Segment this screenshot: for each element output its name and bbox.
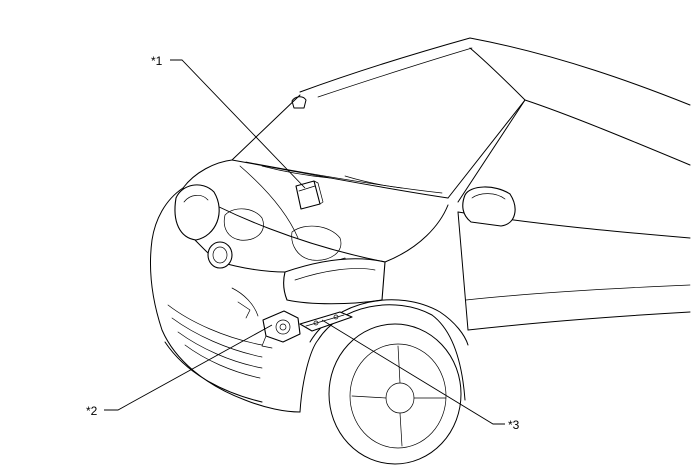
component-2-sensor-ring [275,319,291,335]
side-mirror-inner [471,193,506,200]
spoke-3 [399,412,403,447]
headlight-left-inner [183,195,209,203]
tire [328,323,462,465]
door-front-edge [457,211,469,331]
component-2-sensor-center [279,323,287,331]
leader-line-2 [104,324,273,411]
hood-crease [239,165,299,239]
callout-label-2: *2 [86,404,98,418]
lower-grille-slat-1 [167,304,263,346]
leader-line-3 [321,319,505,425]
component-2 [261,310,301,349]
rim [349,343,447,449]
component-2-mount [261,335,273,349]
roof [299,37,691,106]
component-3-hole-1 [313,320,319,326]
side-mirror [462,186,516,227]
front-wheel [299,299,469,465]
engine-bracket [237,301,251,319]
windshield-right-pillar [447,47,526,199]
bumper-lower-lip [164,341,263,403]
engine-part-center [291,225,342,261]
door-character-line [465,284,691,301]
headlight-left [174,184,220,241]
front-emblem [207,241,233,269]
front-face [150,184,386,413]
side-body [457,99,691,331]
component-1 [295,180,324,210]
lower-grille-slat-3 [177,331,263,369]
spoke-4 [351,395,387,399]
callout-label-3: *3 [508,418,520,432]
side-window-top [524,99,691,166]
roof-inner-line [317,47,473,98]
component-3 [299,311,353,332]
component-1-body [295,180,321,210]
lower-grille-slat-2 [171,317,263,358]
callout-label-1: *1 [151,54,163,68]
side-window-front-edge [457,99,526,203]
door-lower-edge [467,311,691,331]
spoke-1 [397,345,401,384]
windshield-lower-edge [231,159,449,199]
wiper-left [261,165,331,179]
headlight-right-inner [294,268,376,281]
hood-left-edge [182,159,233,189]
front-face-outline [150,187,301,413]
rearview-mirror [291,96,307,109]
component-1-edge [298,185,316,192]
component-1-side [313,180,324,205]
lower-grille-slat-4 [184,344,261,379]
engine-hose [231,287,259,317]
headlight-right [283,258,386,305]
roof-line [299,37,691,106]
hub [385,382,415,414]
wheel-arch-inner [299,304,466,413]
fender-top-line [384,204,449,263]
engine-part-left [223,208,264,241]
wiper-right [344,175,403,189]
windshield-inner-edge [245,161,443,194]
windshield [231,47,526,199]
front-emblem-inner [212,246,228,264]
windshield-left-pillar [231,94,301,161]
leader-line-1 [170,59,306,189]
component-3-hole-2 [333,314,339,320]
